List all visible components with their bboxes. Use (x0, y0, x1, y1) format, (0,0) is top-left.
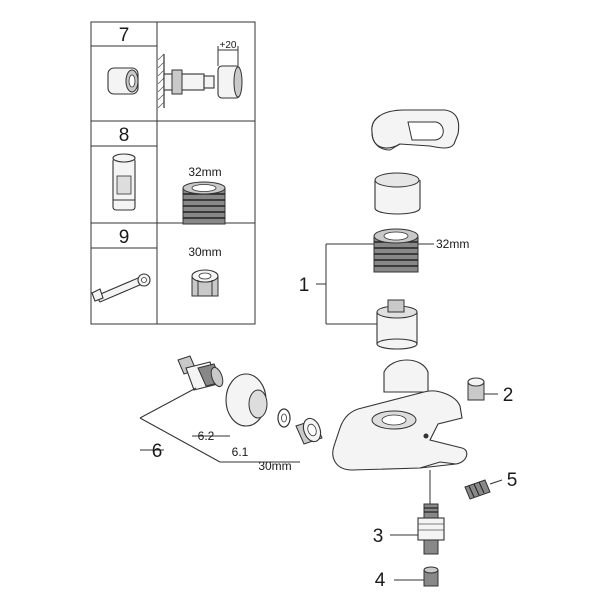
end-cap (467, 377, 498, 401)
cartridge-body (376, 299, 418, 350)
cartridge (373, 228, 434, 273)
cartridge-key-illustration (112, 153, 136, 211)
wall-flange (225, 373, 268, 427)
aerator (464, 479, 503, 500)
callout-6-1: 6.1 (232, 445, 249, 459)
s-union (177, 355, 224, 391)
diverter-cartridge (390, 470, 445, 555)
callout-2: 2 (503, 385, 514, 406)
extension-dimension-label: +20 (220, 40, 237, 51)
wrench-illustration (91, 273, 151, 303)
diverter-insert (394, 566, 439, 587)
panel-9-nut-illustration (191, 269, 219, 297)
washer (277, 408, 291, 428)
panel-8-size-label: 32mm (188, 165, 221, 179)
callout-1: 1 (299, 275, 310, 296)
callout-6: 6 (152, 441, 163, 462)
extension-fitting-illustration (107, 67, 139, 95)
panel-8-cartridge-illustration (182, 181, 226, 225)
callout-1-bracket (316, 243, 377, 325)
extension-mounting-illustration: +20 (157, 40, 243, 109)
nut-size-label: 30mm (258, 459, 291, 473)
lever-handle (371, 109, 460, 151)
mixer-body (332, 359, 468, 471)
cartridge-size-label: 32mm (436, 237, 469, 251)
panel-8-number: 8 (119, 125, 130, 146)
panel-7-number: 7 (119, 25, 130, 46)
callout-4: 4 (375, 570, 386, 591)
callout-6-leaders (139, 387, 300, 463)
panel-9-number: 9 (119, 227, 130, 248)
panel-9-size-label: 30mm (188, 245, 221, 259)
union-nut (295, 417, 323, 445)
accessory-table: 7 8 9 +20 (90, 21, 256, 325)
handle-sleeve (374, 172, 421, 215)
callout-5: 5 (507, 470, 518, 491)
callout-3: 3 (373, 526, 384, 547)
callout-6-2: 6.2 (198, 429, 215, 443)
table-frame (90, 21, 256, 325)
